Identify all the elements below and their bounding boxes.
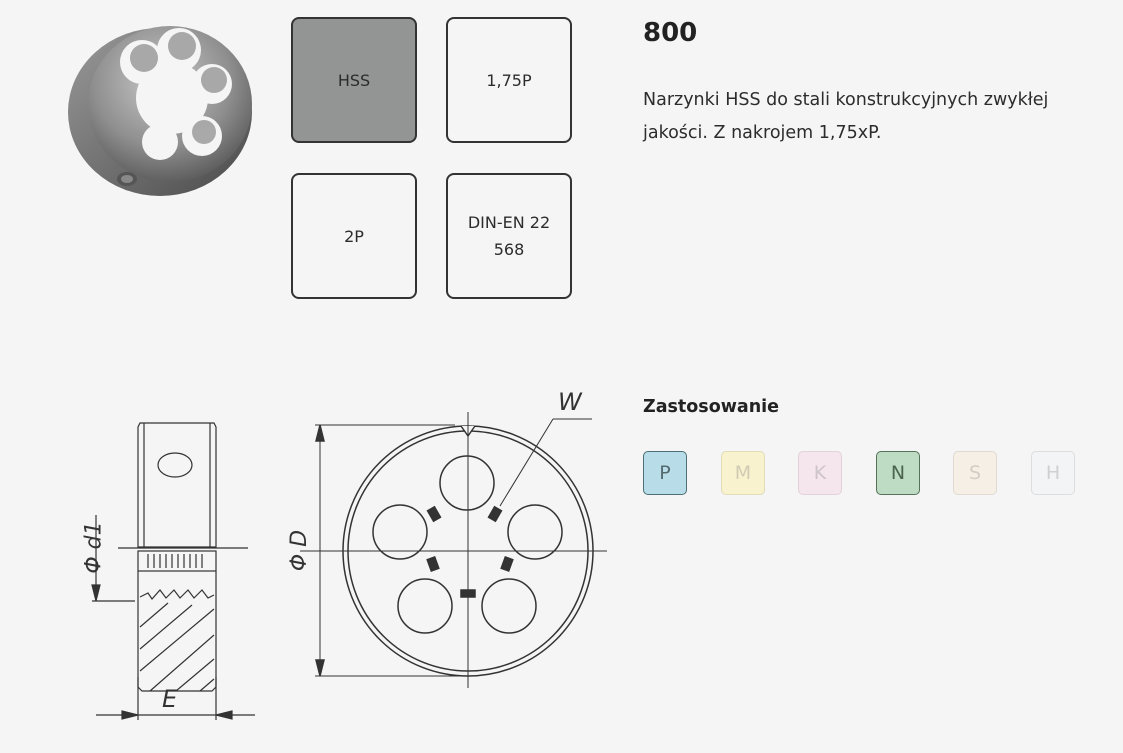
dimension-label-w: W — [558, 388, 582, 416]
application-title: Zastosowanie — [643, 397, 780, 417]
spec-tile-label: 2P — [344, 226, 364, 246]
technical-drawing-front-view: Φ D W — [287, 388, 607, 688]
badge-n-non-ferrous[interactable]: N — [876, 451, 920, 495]
spec-tile-standard[interactable]: DIN-EN 22 568 — [446, 173, 572, 299]
badge-k-cast-iron[interactable]: K — [798, 451, 842, 495]
product-image — [62, 14, 258, 200]
badge-m-stainless[interactable]: M — [721, 451, 765, 495]
badge-p-steel[interactable]: P — [643, 451, 687, 495]
product-description: Narzynki HSS do stali konstrukcyjnych zw… — [643, 90, 1049, 143]
spec-tile-pitch[interactable]: 2P — [291, 173, 417, 299]
dimension-label-e: E — [162, 685, 178, 713]
badge-s-superalloys[interactable]: S — [953, 451, 997, 495]
spec-tile-material[interactable]: HSS — [291, 17, 417, 143]
spec-tile-label: HSS — [337, 70, 371, 90]
spec-tile-chamfer[interactable]: 1,75P — [446, 17, 572, 143]
thread-die-photo-icon — [68, 26, 252, 196]
dimension-label-d1: Φ d1 — [81, 521, 107, 574]
product-number: 800 — [643, 18, 698, 48]
spec-tile-label: DIN-EN 22 568 — [467, 213, 551, 259]
dimension-label-d: Φ D — [287, 529, 313, 572]
spec-tile-label: 1,75P — [486, 70, 532, 90]
technical-drawing-side-view: Φ d1 E — [82, 415, 260, 725]
application-badges: P M K N S H — [643, 451, 1083, 497]
badge-h-hardened[interactable]: H — [1031, 451, 1075, 495]
